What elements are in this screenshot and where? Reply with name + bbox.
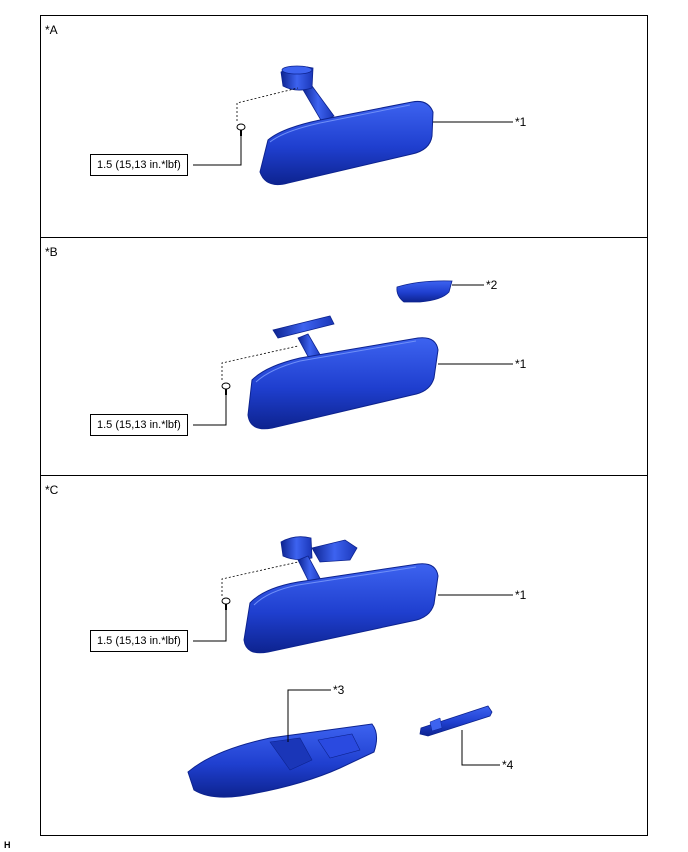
- panel-b-illustration: [193, 280, 513, 430]
- screw-path-a: [236, 87, 299, 121]
- callout-4-leader: [461, 730, 500, 766]
- callout-2-label: *2: [486, 278, 498, 292]
- screw-a: [236, 123, 246, 136]
- callout-1-label-c: *1: [515, 588, 527, 602]
- torque-leader-c: [193, 610, 227, 642]
- screw-c: [221, 597, 231, 610]
- panel-c-tag: *C: [45, 483, 59, 497]
- torque-leader-a: [193, 136, 242, 166]
- panel-c-illustration: [187, 536, 513, 798]
- callout-3-label: *3: [333, 683, 345, 697]
- screw-path-c: [221, 561, 299, 596]
- callout-3-leader: [287, 689, 331, 742]
- torque-spec-c: 1.5 (15,13 in.*lbf): [90, 630, 188, 652]
- panel-a-tag: *A: [45, 23, 58, 37]
- torque-spec-b: 1.5 (15,13 in.*lbf): [90, 414, 188, 436]
- callout-4-label: *4: [502, 758, 514, 772]
- panel-a-illustration: [193, 65, 513, 186]
- torque-spec-a: 1.5 (15,13 in.*lbf): [90, 154, 188, 176]
- panel-divider-b-c: [40, 475, 648, 476]
- panel-b-tag: *B: [45, 245, 58, 259]
- mirror-stem-c: [280, 536, 358, 587]
- screw-path-b: [221, 345, 299, 380]
- panel-divider-a-b: [40, 237, 648, 238]
- diagram-frame: [40, 15, 648, 836]
- rear-view-mirror-b: [247, 337, 439, 430]
- mirror-stem-a: [280, 65, 335, 123]
- cover-part-2: [396, 280, 453, 303]
- mirror-cover-part-3: [187, 723, 378, 798]
- screw-b: [221, 382, 231, 395]
- torque-leader-b: [193, 395, 227, 426]
- bracket-part-4: [419, 705, 493, 737]
- callout-1-label-a: *1: [515, 115, 527, 129]
- callout-1-label-b: *1: [515, 357, 527, 371]
- rear-view-mirror-a: [259, 101, 434, 186]
- figure-code: H: [4, 840, 11, 850]
- rear-view-mirror-c: [243, 563, 439, 654]
